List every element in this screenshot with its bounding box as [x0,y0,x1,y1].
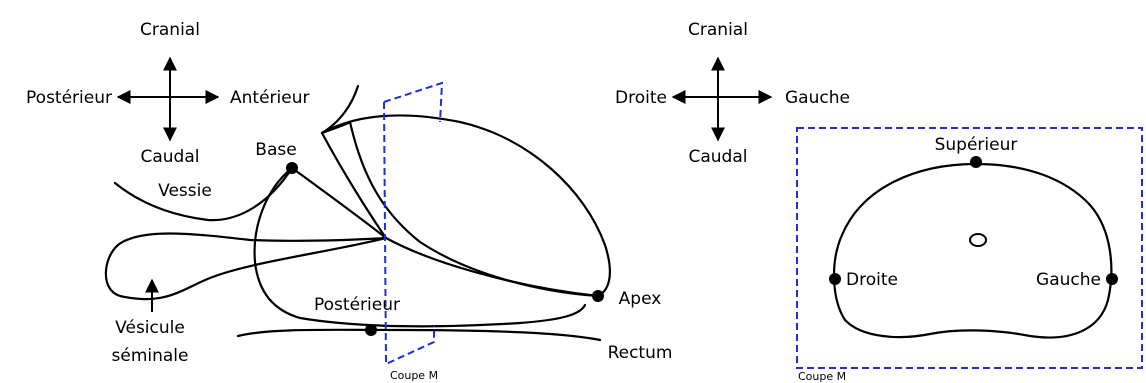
axis-label-anterieur: Antérieur [230,88,309,108]
axis-label-cranial-axial: Cranial [688,20,748,40]
axis-label-caudal-axial: Caudal [689,147,748,167]
axial-view: Cranial Caudal Droite Gauche Supérieur D… [615,20,1142,383]
axis-label-cranial: Cranial [140,20,200,40]
prostate-central-zone [322,133,598,296]
posterieur-point [365,324,377,336]
cut-plane-m-sagittal [384,83,442,364]
superieur-point [970,156,982,168]
axis-label-droite: Droite [615,88,667,108]
label-superieur: Supérieur [935,135,1018,155]
base-ductal-line [292,168,386,238]
prostate-inner-line [322,122,598,296]
label-gauche: Gauche [1036,270,1101,290]
label-coupe-m-sagittal: Coupe M [390,369,438,382]
label-posterieur: Postérieur [314,295,400,315]
label-droite: Droite [846,270,898,290]
label-base: Base [255,140,296,160]
label-apex: Apex [619,289,662,309]
prostate-posterior-outline [255,168,585,326]
label-rectum: Rectum [608,343,673,363]
droite-point [829,273,841,285]
axis-label-gauche: Gauche [785,88,850,108]
label-vesicule-line1: Vésicule [115,318,185,338]
label-vessie: Vessie [158,181,212,201]
label-coupe-m-axial: Coupe M [798,370,846,383]
base-point [286,162,298,174]
axial-orientation-cross: Cranial Caudal Droite Gauche [615,20,850,167]
rectum-wall [238,330,600,340]
prostate-axial-outline [834,164,1111,338]
urethra [970,234,986,246]
label-vesicule-line2: séminale [112,346,189,366]
apex-point [592,290,604,302]
axis-label-posterieur: Postérieur [26,88,112,108]
axis-label-caudal: Caudal [141,147,200,167]
gauche-point [1106,273,1118,285]
seminal-vesicle [106,234,386,300]
sagittal-view: Cranial Caudal Postérieur Antérieur [26,20,672,382]
